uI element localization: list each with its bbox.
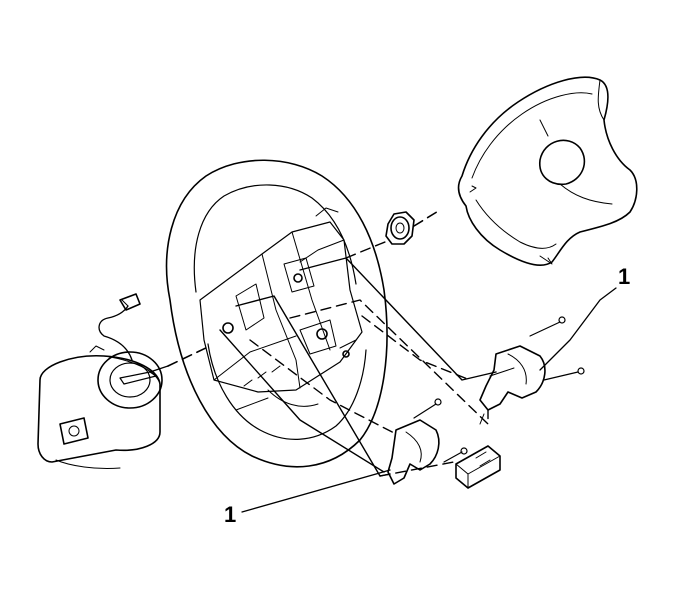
column-switch-icon [59, 417, 89, 445]
steering-column [37, 345, 169, 469]
airbag-module [457, 76, 638, 266]
mounting-bracket-right [479, 345, 546, 425]
alignment-line-column [167, 345, 211, 367]
screw-left-upper [413, 398, 442, 419]
callout-label-left: 1 [224, 502, 237, 527]
callout-leader-right [539, 287, 617, 371]
screw-right-lower [543, 367, 585, 381]
airbag-emblem [539, 139, 586, 185]
assembly-lines [219, 239, 497, 477]
switch-module [455, 445, 501, 489]
callout-label-right: 1 [618, 264, 631, 289]
screw-left-lower [443, 447, 468, 463]
callout-leader-left [241, 469, 391, 513]
steering-wheel-nut [385, 211, 415, 245]
column-wire-harness [98, 293, 141, 361]
screw-right-upper [529, 316, 566, 337]
mounting-bracket-left [387, 419, 440, 485]
steering-wheel [165, 159, 388, 468]
alignment-line-nut [413, 209, 441, 227]
